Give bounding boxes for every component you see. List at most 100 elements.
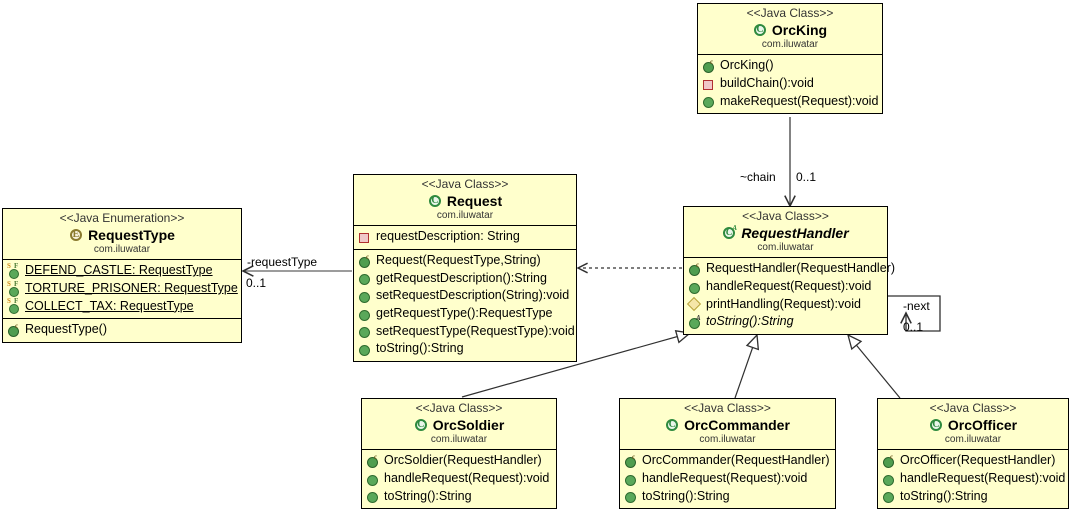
member-label: setRequestType(RequestType):void	[376, 323, 575, 338]
class-box-orcofficer[interactable]: <<Java Class>> C OrcOfficer com.iluwatar…	[877, 398, 1069, 510]
public-method-icon	[882, 489, 896, 504]
class-package: com.iluwatar	[436, 209, 494, 221]
field-label: requestDescription: String	[376, 229, 520, 244]
public-method-icon	[358, 324, 372, 339]
member-label: Request(RequestType,String)	[376, 253, 541, 268]
class-title-text: OrcKing	[771, 21, 828, 38]
member-label: handleRequest(Request):void	[706, 279, 872, 294]
member-row[interactable]: c Request(RequestType,String)	[354, 252, 576, 270]
member-label: RequestType()	[25, 322, 107, 337]
member-row[interactable]: getRequestType():RequestType	[354, 305, 576, 323]
member-row[interactable]: c OrcOfficer(RequestHandler)	[878, 452, 1068, 470]
java-enumeration-icon: E	[69, 227, 85, 243]
member-row[interactable]: c OrcCommander(RequestHandler)	[620, 452, 835, 470]
member-row[interactable]: c RequestType()	[3, 321, 241, 339]
class-package: com.iluwatar	[757, 241, 814, 253]
class-members-orccommander: c OrcCommander(RequestHandler) handleReq…	[620, 450, 835, 508]
java-class-icon: C	[665, 417, 681, 433]
class-title-text: RequestType	[88, 226, 175, 243]
class-stereotype: <<Java Class>>	[684, 401, 771, 415]
class-title-text: OrcCommander	[684, 416, 790, 433]
class-header-orcking: <<Java Class>> C OrcKing com.iluwatar	[698, 4, 882, 56]
field-row[interactable]: requestDescription: String	[354, 228, 576, 246]
member-row[interactable]: toString():String	[878, 488, 1068, 506]
class-name-orcofficer: C OrcOfficer	[882, 417, 1064, 433]
public-method-icon	[366, 489, 380, 504]
edge-label-next-multiplicity: 0..1	[903, 320, 924, 334]
class-header-orccommander: <<Java Class>> C OrcCommander com.iluwat…	[620, 399, 835, 451]
member-row[interactable]: toString():String	[354, 340, 576, 358]
class-members-orcking: c OrcKing() buildChain():void makeReques…	[698, 55, 882, 113]
class-header-orcofficer: <<Java Class>> C OrcOfficer com.iluwatar	[878, 399, 1068, 451]
class-name-request: C Request	[358, 193, 572, 209]
member-label: handleRequest(Request):void	[384, 471, 550, 486]
constructor-icon: c	[882, 454, 896, 469]
member-label: toString():String	[706, 314, 794, 329]
edge-label-requesttype-role: -requestType	[247, 255, 318, 269]
class-title-text: Request	[446, 192, 503, 209]
public-method-icon	[358, 289, 372, 304]
class-box-request[interactable]: <<Java Class>> C Request com.iluwatar re…	[353, 174, 577, 362]
class-box-orcking[interactable]: <<Java Class>> C OrcKing com.iluwatar c …	[697, 3, 883, 115]
constructor-icon: c	[366, 454, 380, 469]
class-box-orcsoldier[interactable]: <<Java Class>> C OrcSoldier com.iluwatar…	[361, 398, 557, 510]
constructor-icon: c	[7, 323, 21, 338]
member-label: handleRequest(Request):void	[642, 471, 808, 486]
member-row[interactable]: setRequestType(RequestType):void	[354, 323, 576, 341]
member-row[interactable]: toString():String	[620, 488, 835, 506]
member-row[interactable]: buildChain():void	[698, 75, 882, 93]
class-header-request: <<Java Class>> C Request com.iluwatar	[354, 175, 576, 227]
class-methods-requesttype: c RequestType()	[3, 319, 241, 342]
class-methods-request: c Request(RequestType,String) getRequest…	[354, 250, 576, 361]
class-name-orccommander: C OrcCommander	[624, 417, 831, 433]
class-name-orcking: C OrcKing	[702, 22, 878, 38]
member-row[interactable]: setRequestDescription(String):void	[354, 287, 576, 305]
member-row[interactable]: handleRequest(Request):void	[620, 470, 835, 488]
class-box-requesttype[interactable]: <<Java Enumeration>> E RequestType com.i…	[2, 208, 242, 343]
public-method-icon	[366, 472, 380, 486]
member-label: getRequestDescription():String	[376, 270, 547, 285]
class-package: com.iluwatar	[430, 433, 488, 445]
member-row[interactable]: handleRequest(Request):void	[684, 278, 887, 296]
member-label: makeRequest(Request):void	[720, 93, 879, 108]
java-class-icon: C	[428, 193, 444, 209]
class-box-orccommander[interactable]: <<Java Class>> C OrcCommander com.iluwat…	[619, 398, 836, 510]
member-row[interactable]: c OrcKing()	[698, 57, 882, 75]
member-row[interactable]: handleRequest(Request):void	[362, 470, 556, 488]
class-stereotype: <<Java Class>>	[421, 177, 509, 191]
public-method-icon	[358, 342, 372, 356]
class-members-orcofficer: c OrcOfficer(RequestHandler) handleReque…	[878, 450, 1068, 508]
constructor-icon: c	[358, 253, 372, 268]
member-label: toString():String	[376, 341, 464, 356]
field-label: COLLECT_TAX: RequestType	[25, 298, 194, 313]
member-row[interactable]: printHandling(Request):void	[684, 296, 887, 314]
edge-label-chain-multiplicity: 0..1	[796, 170, 817, 184]
class-stereotype: <<Java Class>>	[746, 6, 834, 20]
class-members-requesthandler: c RequestHandler(RequestHandler) handleR…	[684, 258, 895, 334]
constructor-icon: c	[688, 262, 702, 277]
member-row[interactable]: c OrcSoldier(RequestHandler)	[362, 452, 556, 470]
class-package: com.iluwatar	[699, 433, 756, 445]
member-row[interactable]: A toString():String	[684, 313, 887, 331]
member-label: printHandling(Request):void	[706, 296, 861, 311]
member-label: buildChain():void	[720, 76, 814, 91]
member-row[interactable]: getRequestDescription():String	[354, 270, 576, 288]
member-label: OrcSoldier(RequestHandler)	[384, 453, 542, 468]
member-label: OrcKing()	[720, 58, 774, 73]
java-class-icon: C	[414, 417, 430, 433]
member-row[interactable]: makeRequest(Request):void	[698, 93, 882, 111]
member-row[interactable]: handleRequest(Request):void	[878, 470, 1068, 488]
member-row[interactable]: c RequestHandler(RequestHandler)	[684, 260, 895, 278]
member-row[interactable]: toString():String	[362, 488, 556, 506]
class-title-text: OrcSoldier	[432, 416, 505, 433]
public-method-icon	[624, 489, 638, 504]
